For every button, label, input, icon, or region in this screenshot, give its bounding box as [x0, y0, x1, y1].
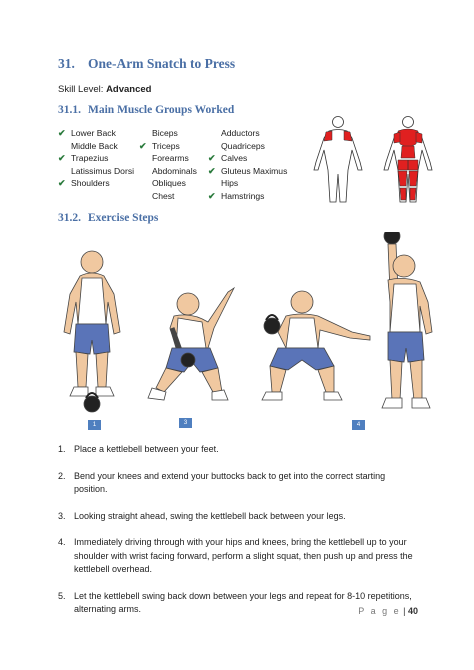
muscle-name: Adductors [221, 128, 260, 138]
step-number: 3. [58, 510, 66, 521]
skill-level: Skill Level: Advanced [58, 84, 151, 95]
muscle-name: Obliques [152, 178, 186, 188]
exercise-figure-3 [147, 286, 236, 401]
exercise-steps-list: 1.Place a kettlebell between your feet. … [58, 443, 418, 617]
exercise-figure-4 [381, 232, 433, 409]
muscle-item: ✔ Trapezius [58, 152, 128, 165]
step-text: Bend your knees and extend your buttocks… [74, 470, 386, 495]
muscle-item: Abdominals [139, 165, 209, 178]
muscle-name: Middle Back [71, 140, 118, 151]
figure-label-4: 4 [352, 420, 365, 430]
checkmark-icon: ✔ [139, 140, 147, 151]
checkmark-icon: ✔ [208, 153, 216, 163]
muscle-name: Hips [221, 178, 239, 188]
skill-value: Advanced [106, 84, 152, 95]
muscle-item: ✔ Shoulders [58, 177, 128, 190]
checkmark-icon: ✔ [58, 153, 66, 163]
step-number: 1. [58, 444, 66, 454]
muscle-item: ✔ Triceps [139, 140, 209, 153]
muscle-section-number: 31.1. [58, 104, 81, 116]
muscle-name: Biceps [152, 128, 178, 138]
step-text: Looking straight ahead, swing the kettle… [74, 510, 346, 521]
muscle-item: Middle Back [58, 140, 128, 153]
step-item: 2. Bend your knees and extend your buttoc… [58, 470, 418, 497]
page-footer: P a g e | 40 [358, 606, 418, 616]
section-title-text: One-Arm Snatch to Press [88, 56, 236, 71]
muscle-item: Hips [208, 177, 278, 190]
muscle-name: Abdominals [152, 165, 197, 176]
steps-section-title: 31.2. Exercise Steps [58, 212, 158, 224]
muscle-name: Lower Back [71, 128, 116, 138]
exercise-illustrations [63, 232, 433, 413]
muscle-item: Chest [139, 190, 209, 203]
steps-section-number: 31.2. [58, 212, 81, 224]
muscle-name: Quadriceps [221, 140, 265, 151]
section-number: 31. [58, 56, 75, 71]
anatomy-back-figure [383, 116, 433, 203]
step-number: 2. [58, 470, 66, 481]
step-item: 5. Let the kettlebell swing back down bet… [58, 590, 418, 617]
muscle-item: Adductors [208, 127, 278, 140]
muscle-section-title-text: Main Muscle Groups Worked [88, 104, 235, 116]
muscle-item: Latissimus Dorsi [58, 165, 134, 178]
skill-label: Skill Level: [58, 84, 107, 95]
muscle-item: ✔ Lower Back [58, 127, 128, 140]
exercise-figure-squat [261, 290, 371, 401]
step-text: Let the kettlebell swing back down betwe… [74, 590, 412, 615]
step-number: 4. [58, 537, 66, 547]
section-title: 31. One-Arm Snatch to Press [58, 56, 235, 72]
exercise-figure-1 [63, 250, 121, 413]
page-word: P a g e [358, 606, 401, 616]
steps-section-title-text: Exercise Steps [88, 212, 159, 224]
muscle-name: Gluteus Maximus [221, 165, 288, 176]
figure-label-3: 3 [179, 418, 192, 428]
step-text: Place a kettlebell between your feet. [74, 444, 219, 454]
muscle-section-title: 31.1. Main Muscle Groups Worked [58, 104, 234, 116]
checkmark-icon: ✔ [58, 178, 66, 188]
checkmark-icon: ✔ [58, 128, 66, 138]
muscle-item: Obliques [139, 177, 209, 190]
muscle-item: ✔ Gluteus Maximus [208, 165, 287, 178]
muscle-item: Forearms [139, 152, 209, 165]
muscle-name: Trapezius [71, 153, 109, 163]
muscle-name: Calves [221, 153, 248, 163]
muscle-name: Chest [152, 190, 175, 201]
step-item: 1. Place a kettlebell between your feet. [58, 443, 418, 457]
muscle-name: Latissimus Dorsi [71, 165, 135, 176]
page-number: 40 [407, 606, 418, 616]
muscle-item: ✔ Hamstrings [208, 190, 278, 203]
muscle-name: Shoulders [71, 178, 110, 188]
checkmark-icon: ✔ [208, 165, 216, 176]
page-separator: | [400, 606, 408, 616]
muscle-name: Triceps [152, 140, 180, 151]
muscle-name: Hamstrings [221, 190, 265, 201]
muscle-name: Forearms [152, 153, 189, 163]
muscle-item: ✔ Calves [208, 152, 278, 165]
figure-label-1: 1 [88, 420, 101, 430]
step-item: 4. Immediately driving through with your … [58, 536, 418, 577]
step-item: 3. Looking straight ahead, swing the kett… [58, 510, 418, 524]
muscle-item: Biceps [139, 127, 209, 140]
anatomy-front-figure [313, 116, 363, 203]
step-number: 5. [58, 590, 66, 601]
muscle-item: Quadriceps [208, 140, 278, 153]
step-text: Immediately driving through with your hi… [74, 537, 413, 574]
checkmark-icon: ✔ [208, 190, 216, 201]
